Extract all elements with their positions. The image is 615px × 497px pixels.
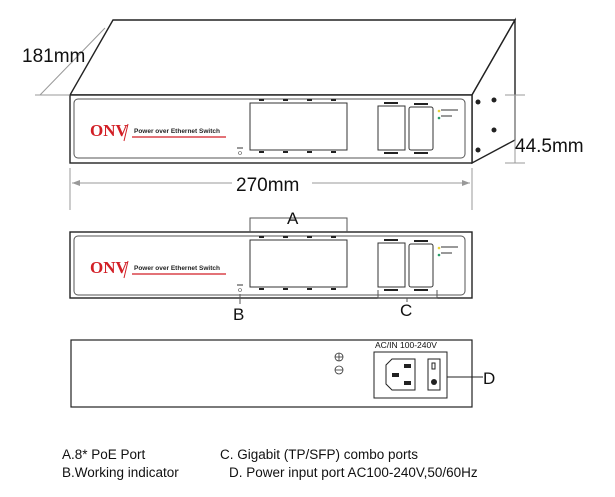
callout-b: B bbox=[233, 305, 244, 324]
brand-logo: ONV bbox=[90, 121, 129, 140]
poe-ports bbox=[249, 239, 348, 288]
combo-port bbox=[408, 106, 434, 151]
poe-ports bbox=[249, 102, 348, 151]
legend: A.8* PoE Port C. Gigabit (TP/SFP) combo … bbox=[62, 447, 478, 480]
legend-a: A.8* PoE Port bbox=[62, 447, 146, 462]
isometric-view: ONV Power over Ethernet Switch 181mm 44.… bbox=[22, 17, 584, 210]
width-dimension: 270mm bbox=[236, 175, 299, 196]
power-socket-icon bbox=[385, 358, 416, 391]
callout-c: C bbox=[400, 301, 412, 320]
combo-port bbox=[377, 105, 406, 151]
combo-port bbox=[377, 242, 406, 288]
callout-a: A bbox=[287, 209, 299, 228]
power-label: AC/IN 100-240V bbox=[375, 340, 437, 350]
depth-dimension: 181mm bbox=[22, 46, 85, 67]
brand-tagline: Power over Ethernet Switch bbox=[134, 128, 220, 135]
legend-d: D. Power input port AC100-240V,50/60Hz bbox=[229, 465, 478, 480]
front-panel-iso: ONV Power over Ethernet Switch bbox=[73, 98, 466, 159]
height-dimension: 44.5mm bbox=[515, 136, 584, 157]
front-panel: ONV Power over Ethernet Switch bbox=[73, 235, 466, 296]
combo-port bbox=[408, 243, 434, 288]
working-indicator bbox=[238, 151, 242, 155]
working-indicator bbox=[238, 288, 242, 292]
brand-logo: ONV bbox=[90, 258, 129, 277]
rear-view: AC/IN 100-240V D bbox=[70, 339, 495, 408]
power-switch bbox=[427, 358, 441, 391]
ground-icon bbox=[334, 352, 344, 375]
legend-b: B.Working indicator bbox=[62, 465, 179, 480]
brand-tagline: Power over Ethernet Switch bbox=[134, 265, 220, 272]
legend-c: C. Gigabit (TP/SFP) combo ports bbox=[220, 447, 418, 462]
callout-d: D bbox=[483, 369, 495, 388]
front-view: ONV Power over Ethernet Switch A B C bbox=[69, 209, 473, 324]
